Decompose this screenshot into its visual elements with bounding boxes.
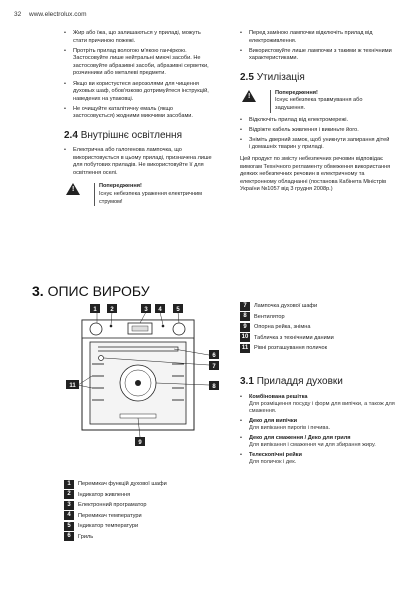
diagram-label: 8 xyxy=(212,384,216,390)
grill-element xyxy=(98,346,179,352)
warning-title: Попередження! xyxy=(275,89,318,96)
programmer-screen xyxy=(131,325,149,332)
temperature-indicator-icon xyxy=(161,324,165,328)
warning-text: Існує небезпека ураження електричним стр… xyxy=(99,191,203,205)
warning-text: Існує небезпека травмування або задушенн… xyxy=(275,97,363,112)
section-heading-2-4: 2.4 Внутрішнє освітлення xyxy=(64,130,182,142)
temperature-knob-icon xyxy=(172,322,186,336)
site-url: www.electrolux.com xyxy=(29,11,87,18)
shelf-rails-right xyxy=(172,363,184,401)
warning-icon: ! xyxy=(66,183,80,196)
fan-icon xyxy=(124,369,152,397)
list-item: Використовуйте лише лампочки з такими ж … xyxy=(240,48,392,63)
section-heading-3: 3. ОПИС ВИРОБУ xyxy=(32,283,150,299)
oven-diagram: 1 2 3 4 5 6 7 8 9 11 xyxy=(66,304,219,446)
disposal-list: Відключіть прилад від електромережі. Від… xyxy=(240,117,392,152)
page-number: 32 xyxy=(14,11,22,18)
accessories-section: 3.1 Приладдя духовки Комбінована решітка… xyxy=(240,376,400,469)
list-item: Жир або їжа, що залишаються у приладі, м… xyxy=(64,30,214,45)
shelf-rails-left xyxy=(92,363,104,401)
lamp-icon xyxy=(98,355,104,361)
section-heading-2-5: 2.5 Утилізація xyxy=(240,71,305,83)
warning-icon: ! xyxy=(242,89,256,102)
warning-box: ! Попередження! Існує небезпека травмува… xyxy=(240,89,392,113)
list-item: Деко для смаження / Деко для гриля Для в… xyxy=(240,435,400,449)
compliance-paragraph: Цей продукт по змісту небезпечних речови… xyxy=(240,156,391,193)
list-item: Зніміть дверний замок, щоб уникнути запи… xyxy=(240,137,392,152)
list-item: Протріть прилад вологою м'якою ганчіркою… xyxy=(64,48,214,78)
list-item: Перед заміною лампочки відключіть прилад… xyxy=(240,30,392,45)
accessories-list: Комбінована решітка Для розміщення посуд… xyxy=(240,394,400,466)
list-item: Телескопічні рейки Для поличок і дек. xyxy=(240,452,400,466)
right-column: Перед заміною лампочки відключіть прилад… xyxy=(240,30,392,194)
leader-lines xyxy=(77,311,210,438)
diagram-labels: 1 2 3 4 5 6 7 8 9 11 xyxy=(66,304,219,446)
oven-cavity xyxy=(89,341,187,425)
list-item: Якщо ви користуєтеся аерозолями для чище… xyxy=(64,81,214,104)
diagram-label: 3 xyxy=(144,307,148,313)
diagram-label: 7 xyxy=(212,364,216,370)
fan-hub xyxy=(135,380,141,386)
list-item: Деко для випічки Для випікання пирогів і… xyxy=(240,418,400,432)
diagram-label: 5 xyxy=(176,307,180,313)
warning-box: ! Попередження! Існує небезпека ураження… xyxy=(64,183,214,207)
power-indicator-icon xyxy=(109,324,113,328)
diagram-label: 2 xyxy=(110,307,114,313)
diagram-label: 6 xyxy=(212,353,216,359)
list-item: Електрична або галогенова лампочка, що в… xyxy=(64,147,214,177)
left-column: Жир або їжа, що залишаються у приладі, м… xyxy=(64,30,214,210)
list-item: Відріжте кабель живлення і викиньте його… xyxy=(240,127,392,135)
diagram-label: 4 xyxy=(158,307,162,313)
rating-plate xyxy=(119,413,157,419)
list-item: Не очищуйте каталітичну емаль (якщо заст… xyxy=(64,106,214,121)
page-header: 32 www.electrolux.com xyxy=(14,11,86,18)
list-item: Відключіть прилад від електромережі. xyxy=(240,117,392,125)
list-item: Комбінована решітка Для розміщення посуд… xyxy=(240,394,400,416)
lighting-list: Електрична або галогенова лампочка, що в… xyxy=(64,147,214,177)
diagram-label: 1 xyxy=(93,307,97,313)
cleaning-list: Жир або їжа, що залишаються у приладі, м… xyxy=(64,30,214,121)
warning-title: Попередження! xyxy=(99,183,142,190)
section-heading-3-1: 3.1 Приладдя духовки xyxy=(240,376,343,387)
diagram-label: 9 xyxy=(138,440,142,446)
lamp-list: Перед заміною лампочки відключіть прилад… xyxy=(240,30,392,63)
function-knob-icon xyxy=(89,322,103,336)
diagram-label: 11 xyxy=(69,383,76,389)
